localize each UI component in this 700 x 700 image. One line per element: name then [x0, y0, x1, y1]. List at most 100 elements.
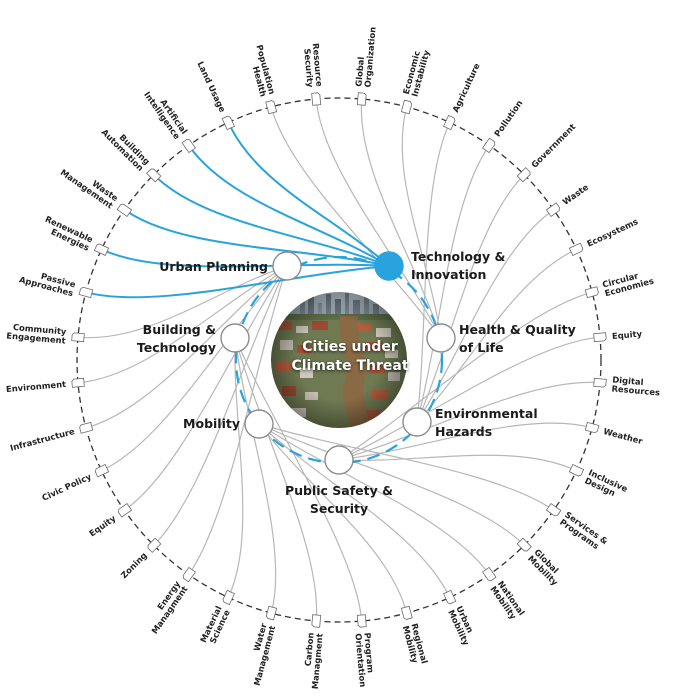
- hub-label: Building &: [143, 322, 216, 337]
- link-line: [85, 265, 390, 299]
- outer-node-marker: [265, 100, 278, 115]
- outer-node-label: Organization: [362, 26, 377, 88]
- hub-label: Mobility: [183, 416, 240, 431]
- hub-label: Hazards: [435, 424, 492, 439]
- hub-building[interactable]: Building & Technology: [137, 322, 250, 355]
- outer-node-marker: [147, 537, 162, 553]
- outer-node-label: Equity: [87, 513, 118, 539]
- outer-node-marker: [400, 99, 413, 115]
- link-line: [338, 336, 601, 461]
- hub-circle[interactable]: [220, 323, 250, 353]
- outer-node-label-group: Agriculture: [450, 61, 482, 114]
- hub-urban[interactable]: Urban Planning: [159, 251, 302, 281]
- hub-circle[interactable]: [324, 445, 354, 475]
- outer-node-label: Digital: [612, 374, 644, 387]
- outer-node-marker: [79, 421, 94, 434]
- outer-node-label-group: Civic Policy: [40, 471, 93, 503]
- link-line: [77, 265, 288, 339]
- outer-node-marker: [117, 503, 133, 518]
- hub-circle[interactable]: [272, 251, 302, 281]
- outer-node-label: Equity: [612, 328, 643, 341]
- outer-node-label: Program: [362, 632, 376, 674]
- hub-safety[interactable]: Public Safety &Security: [285, 445, 393, 516]
- outer-node-label: Orientation: [353, 633, 368, 688]
- link-line: [124, 265, 288, 511]
- outer-node-label: Agriculture: [450, 61, 482, 114]
- outer-node-label: Land Usage: [195, 60, 227, 114]
- link-line: [227, 337, 244, 598]
- link-line: [416, 122, 451, 423]
- outer-node-label-group: Infrastructure: [9, 426, 76, 453]
- link-line: [416, 209, 554, 423]
- link-line: [338, 381, 601, 461]
- link-line: [187, 144, 390, 267]
- outer-node-marker: [400, 605, 413, 620]
- outer-node-marker: [93, 243, 110, 256]
- outer-node-label: Security: [302, 48, 315, 88]
- link-line: [234, 337, 318, 622]
- outer-node-marker: [181, 138, 196, 154]
- link-line: [315, 98, 442, 339]
- hub-circle[interactable]: [426, 323, 456, 353]
- outer-node-label-group: Pollution: [492, 98, 524, 138]
- hub-label: of Life: [459, 340, 504, 355]
- hub-label: Public Safety &: [285, 483, 393, 498]
- link-line: [258, 423, 525, 546]
- outer-node-label: Waste: [561, 182, 591, 207]
- link-line: [101, 248, 390, 268]
- outer-node-label: Weather: [602, 426, 644, 446]
- outer-node-label-group: Environment: [6, 379, 67, 394]
- link-line: [416, 145, 490, 423]
- hub-tech[interactable]: Technology &Innovation: [374, 249, 505, 282]
- center-title: Cities under Climate Threat: [291, 339, 409, 374]
- outer-node-label: Carbon: [303, 632, 316, 666]
- outer-node-label-group: Land Usage: [195, 60, 227, 114]
- outer-node-marker: [311, 614, 322, 628]
- outer-node-marker: [568, 464, 585, 477]
- outer-node-marker: [356, 614, 367, 628]
- outer-node-marker: [71, 332, 85, 343]
- hub-circle[interactable]: [244, 409, 274, 439]
- outer-node-label-group: Services &Programs: [558, 509, 610, 551]
- hub-circle[interactable]: [402, 407, 432, 437]
- outer-dashed-ring: [76, 97, 602, 623]
- city-aerial-photo: [271, 292, 407, 428]
- hub-label: Technology: [137, 340, 216, 355]
- link-line: [338, 291, 593, 461]
- outer-node-label-group: Weather: [602, 426, 644, 446]
- outer-node-label: Global: [353, 56, 366, 87]
- outer-node-marker: [593, 377, 607, 388]
- outer-node-marker: [568, 242, 584, 256]
- outer-node-label-group: Ecosystems: [585, 216, 639, 248]
- outer-node-marker: [545, 503, 562, 517]
- hub-mobility[interactable]: Mobility: [183, 409, 274, 439]
- outer-node-label: Civic Policy: [40, 471, 93, 503]
- link-line: [234, 337, 363, 622]
- outer-node-marker: [443, 589, 457, 605]
- hub-label: Environmental: [435, 406, 538, 421]
- hub-circle[interactable]: [374, 251, 404, 281]
- link-line: [188, 265, 288, 575]
- outer-node-label: Zoning: [119, 550, 149, 580]
- connection-lines: [77, 98, 601, 622]
- outer-node-marker: [94, 464, 110, 478]
- hub-label: Urban Planning: [159, 259, 268, 274]
- link-line: [152, 173, 390, 267]
- outer-node-marker: [584, 286, 599, 299]
- outer-node-marker: [71, 377, 85, 388]
- link-line: [401, 106, 442, 339]
- outer-node-marker: [78, 286, 94, 299]
- outer-node-marker: [443, 114, 456, 131]
